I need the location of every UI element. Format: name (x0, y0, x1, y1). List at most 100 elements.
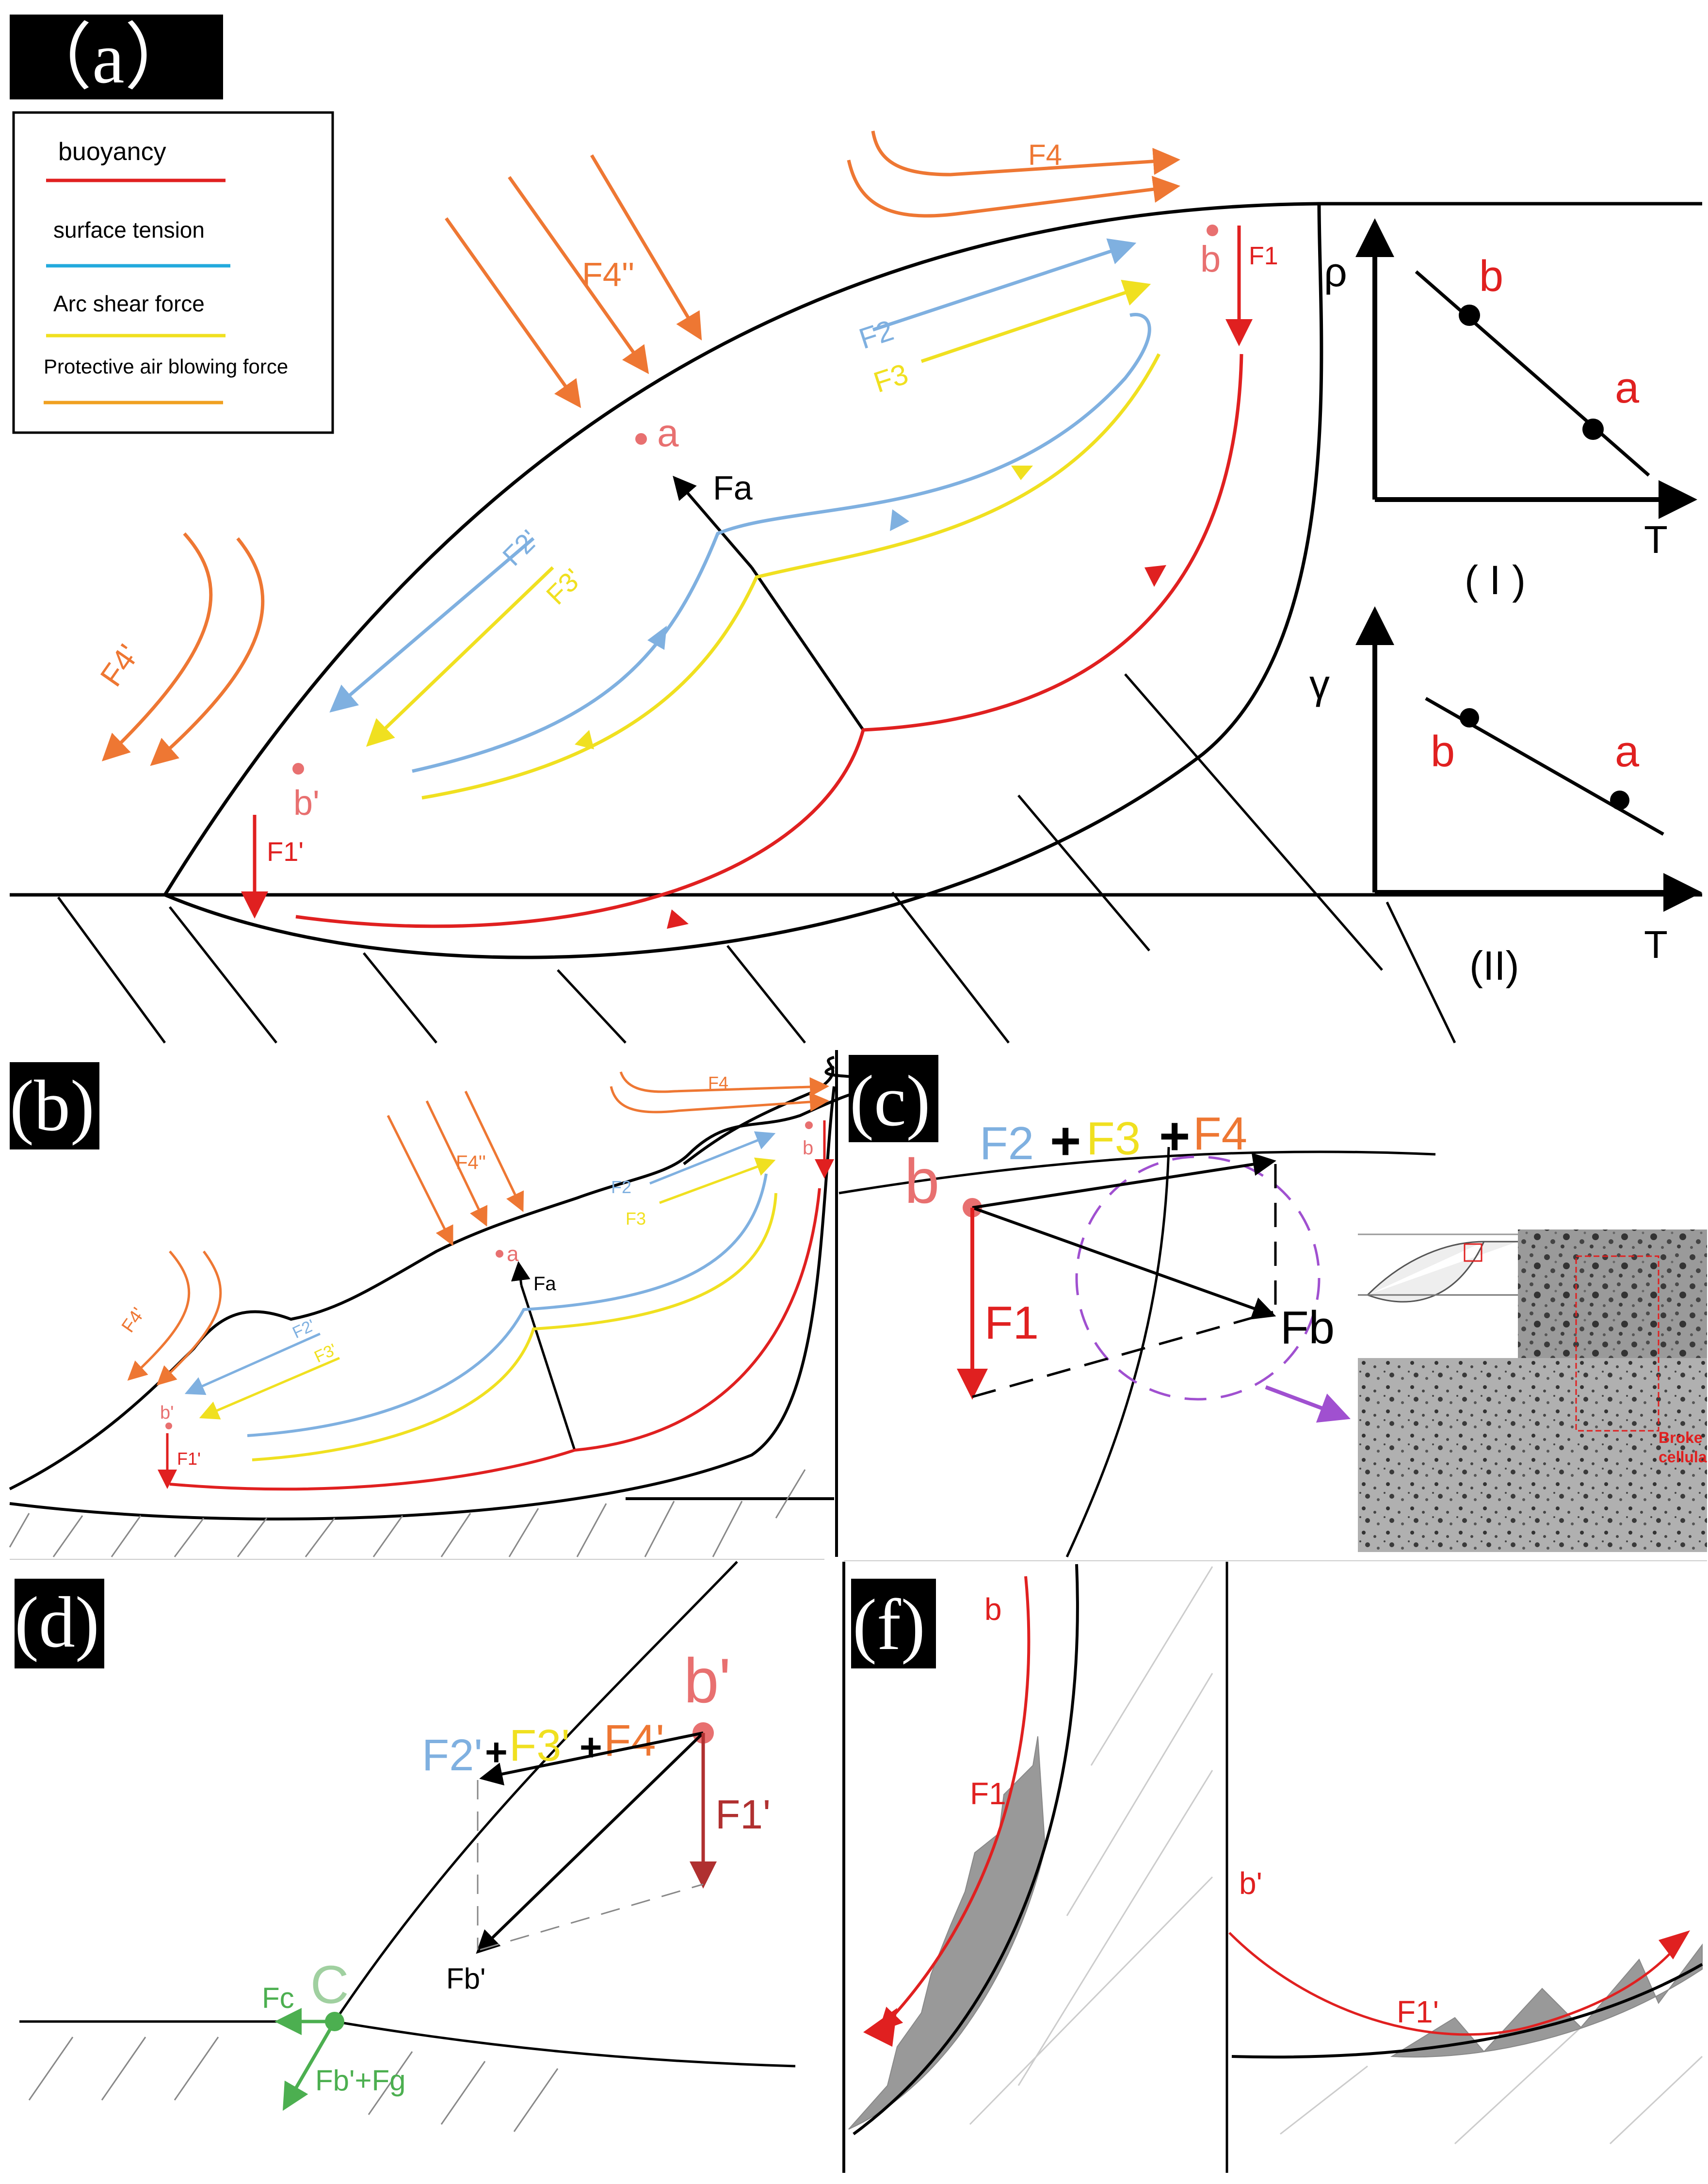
panel-c-label-bg (849, 1055, 938, 1142)
f3p-arrow (366, 566, 554, 747)
inset-surface-tension-plot: γ T b a (II) (1309, 606, 1702, 988)
b-f3-label: F3 (626, 1209, 646, 1229)
panel-b-label-bg (10, 1062, 99, 1149)
b-f1p-label: F1' (177, 1449, 201, 1469)
inset1-trend-line (1415, 270, 1650, 477)
d-point-c-label: C (310, 1955, 349, 2015)
panel-f-label-bg (851, 1579, 936, 1668)
point-a-label: a (657, 411, 679, 454)
b-hatching (9, 1469, 806, 1557)
inset2-a-label: a (1615, 728, 1640, 776)
inset1-point-a (1582, 419, 1604, 440)
buoyancy-flow-path (295, 354, 1243, 928)
panel-c-label: (c) (850, 1061, 930, 1141)
buoyancy-flow-marker (1144, 565, 1166, 587)
legend-box (12, 111, 334, 434)
b-point-a (496, 1250, 503, 1258)
b-fa-arrow (511, 1261, 531, 1286)
b-f4pp-arrow-3 (464, 1090, 524, 1213)
c-purple-arrow (1265, 1385, 1351, 1423)
b-f4pp-arrow-1 (387, 1115, 453, 1246)
f2-arrow (872, 238, 1137, 332)
b-f3p-arrow (199, 1357, 340, 1420)
c-sum-plus2: + (1159, 1106, 1190, 1166)
f3-arrow (920, 279, 1151, 363)
b-f4pp-arrow-2 (425, 1100, 488, 1227)
legend: buoyancy surface tension Arc shear force… (12, 111, 334, 434)
point-b (1207, 225, 1218, 236)
center-axis (750, 566, 865, 731)
panel-d: (d) F2' + F3' + F4' b' F1' Fb' C Fc Fb'+ (10, 1559, 824, 2132)
c-micro-bottom (1358, 1358, 1707, 1552)
panel-a-label-bg (10, 15, 223, 99)
c-schematic-pool (1367, 1241, 1518, 1303)
f-left-b-label: b (984, 1592, 1002, 1627)
d-pool-lower (334, 2020, 796, 2068)
c-fb-label: Fb (1280, 1302, 1335, 1354)
inset1-point-b (1459, 305, 1480, 326)
surface-tension-flow-path (412, 313, 1151, 773)
panel-b-label: (b) (10, 1066, 95, 1146)
f2p-arrow (329, 537, 535, 713)
b-point-b-label: b (803, 1137, 813, 1159)
fa-arrow (673, 475, 753, 568)
f4pp-label: F4'' (582, 256, 634, 293)
d-sum-f2: F2' (422, 1731, 483, 1780)
f-left-arrowhead (863, 2008, 897, 2047)
f-left: b F1 (848, 1564, 1213, 2135)
inset2-point-a (1610, 791, 1629, 810)
d-sum-f4: F4' (604, 1716, 664, 1765)
f-right-flow (1228, 1932, 1679, 2036)
f4p-arrow-2 (150, 537, 265, 766)
fa-label: Fa (713, 469, 753, 507)
legend-label-surface-tension: surface tension (53, 217, 205, 243)
b-f4p-arrow-2 (156, 1250, 222, 1386)
c-boundary (1065, 1147, 1170, 1558)
inset2-tag: (II) (1469, 943, 1519, 988)
c-micrograph: Broke cellula (1358, 1230, 1707, 1552)
b-arc-shear-path (252, 1193, 777, 1461)
f4pp-arrow-3 (590, 154, 702, 341)
d-sum-plus2: + (580, 1726, 602, 1769)
panel-f-label: (f) (853, 1585, 925, 1665)
panel-d-label: (d) (15, 1582, 99, 1663)
panel-a: （a） buoyancy surface tension Arc shear f… (10, 15, 1702, 1044)
inset1-a-label: a (1615, 364, 1640, 412)
c-influence-circle (1075, 1155, 1321, 1401)
c-sum-plus1: + (1050, 1111, 1081, 1171)
f4p-arrow-1 (101, 532, 213, 761)
d-hatching (28, 2037, 559, 2132)
c-micro-text1: Broke (1659, 1429, 1703, 1446)
c-micro-right (1518, 1230, 1707, 1358)
f-right-bp-label: b' (1239, 1866, 1262, 1901)
d-sum-plus1: + (485, 1731, 508, 1774)
surface-tension-flow-marker (647, 626, 667, 650)
f-left-boundary (853, 1564, 1079, 2135)
c-micro-highlight (1575, 1255, 1660, 1432)
f-right-arrowhead (1659, 1930, 1690, 1959)
legend-label-buoyancy: buoyancy (58, 138, 166, 166)
buoyancy-flow-marker (667, 909, 689, 929)
b-f4pp-label: F4'' (456, 1152, 486, 1173)
inset2-x-label: T (1644, 923, 1668, 966)
b-f3p-label: F3' (311, 1340, 339, 1366)
f-right-boundary (1231, 1963, 1703, 2059)
c-sum-f3: F3 (1086, 1113, 1141, 1165)
point-bp-label: b' (293, 784, 320, 823)
inset1-x-label: T (1644, 518, 1668, 561)
b-buoyancy-path (169, 1188, 821, 1491)
panel-c: (c) F2 + F3 + F4 b F1 Fb Broke cellu (835, 1050, 1707, 1558)
b-f4p-arrow-1 (127, 1250, 191, 1381)
f-left-flow (878, 1576, 1031, 2032)
f1-label: F1 (1249, 242, 1278, 270)
f4pp-arrow-2 (508, 176, 649, 374)
c-sum-f4: F4 (1193, 1108, 1247, 1160)
arc-shear-flow-marker (575, 730, 594, 749)
f2-label: F2 (855, 314, 897, 355)
legend-label-air-blowing: Protective air blowing force (44, 355, 288, 378)
inset2-y-label: γ (1309, 662, 1330, 707)
inset2-b-label: b (1431, 728, 1455, 776)
substrate-hatching (57, 673, 1456, 1044)
f4-arrow-2 (847, 160, 1180, 218)
c-point-b-label: b (904, 1146, 939, 1216)
